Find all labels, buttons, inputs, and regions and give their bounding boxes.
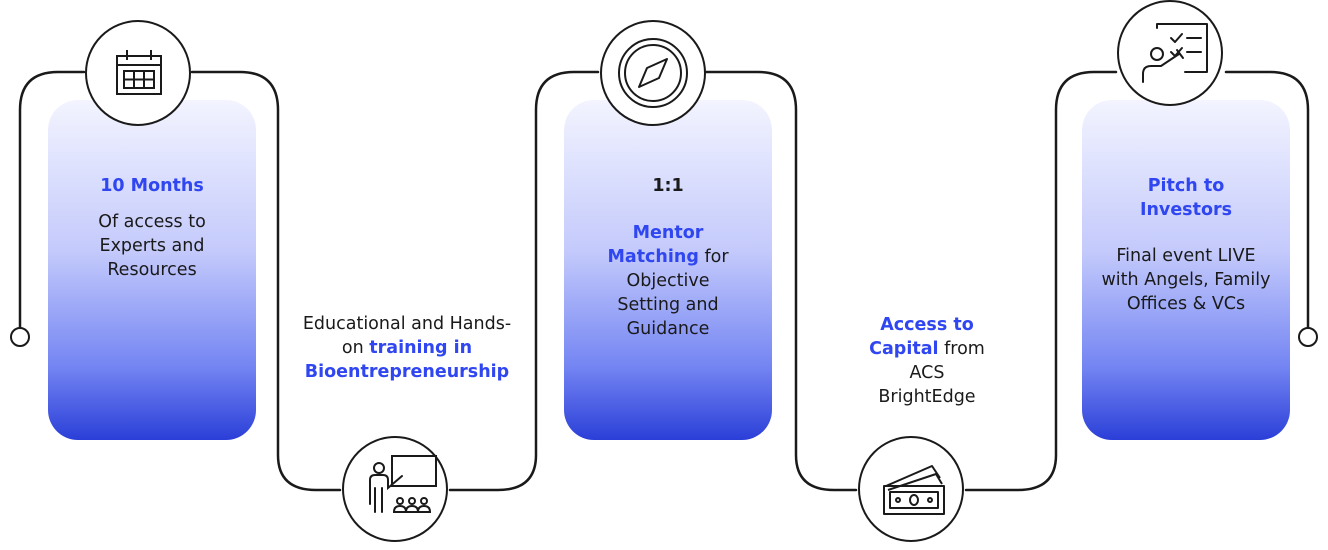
step-4-text: from ACS BrightEdge	[878, 339, 985, 407]
checklist-person-icon	[1142, 23, 1208, 83]
step-card-1: 10 Months Of access to Experts and Resou…	[48, 100, 256, 440]
compass-icon	[618, 38, 688, 108]
step-3-prefix: 1:1	[652, 176, 684, 196]
step-3-text: for Objective Setting and Guidance	[617, 247, 729, 339]
step-4-text-block: Access to Capital from ACS BrightEdge	[862, 313, 992, 409]
calendar-icon	[116, 50, 162, 95]
step-4-highlight: Access to Capital	[869, 315, 974, 359]
step-3-icon-circle	[600, 20, 706, 126]
step-5-icon-circle	[1117, 0, 1223, 106]
teacher-presentation-icon	[369, 455, 437, 513]
step-2-highlight: training in Bioentrepreneurship	[304, 338, 510, 382]
step-3-highlight: Mentor Matching	[607, 223, 704, 267]
step-card-3: 1:1 Mentor Matching for Objective Settin…	[564, 100, 772, 440]
step-1-highlight: 10 Months	[100, 176, 204, 196]
timeline-end-dot	[1298, 327, 1318, 347]
timeline-start-dot	[10, 327, 30, 347]
step-2-text-block: Educational and Hands-on training in Bio…	[292, 312, 522, 384]
step-card-5: Pitch to Investors Final event LIVE with…	[1082, 100, 1290, 440]
step-5-highlight: Pitch to Investors	[1139, 176, 1233, 220]
step-1-text: Of access to Experts and Resources	[98, 212, 206, 280]
step-4-icon-circle	[858, 436, 964, 542]
step-5-text: Final event LIVE with Angels, Family Off…	[1101, 246, 1271, 314]
step-2-icon-circle	[342, 436, 448, 542]
money-icon	[883, 465, 945, 515]
step-2-text: Educational and Hands-on	[302, 314, 512, 358]
step-1-icon-circle	[85, 20, 191, 126]
